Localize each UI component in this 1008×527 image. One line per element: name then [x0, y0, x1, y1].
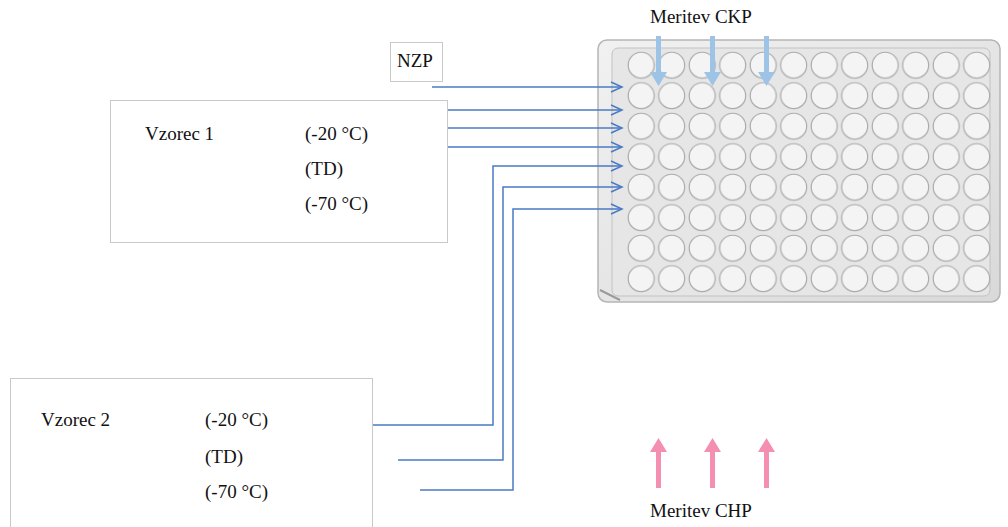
sample-name: Vzorec 2 [41, 409, 110, 432]
row-line [420, 209, 622, 490]
plate-wells [626, 50, 992, 294]
chp-arrows [650, 438, 775, 488]
down-arrow [650, 36, 667, 86]
ckp-arrows [650, 36, 775, 86]
up-arrow [650, 438, 667, 488]
sample-name: Vzorec 1 [145, 123, 214, 146]
reference-box: NZP [390, 42, 443, 82]
sample-condition: (-20 °C) [205, 409, 268, 432]
up-arrow [758, 438, 775, 488]
sample-condition: (-70 °C) [305, 193, 368, 216]
sample-box: Vzorec 2 (-20 °C) (TD) (-70 °C) [10, 378, 373, 527]
sample-box: Vzorec 1 (-20 °C) (TD) (-70 °C) [110, 100, 448, 243]
sample-condition: (-20 °C) [305, 123, 368, 146]
row-line [448, 109, 622, 111]
up-arrow [704, 438, 721, 488]
sample-condition: (-70 °C) [205, 481, 268, 504]
down-arrow [704, 36, 721, 86]
row-line [448, 146, 622, 148]
sample-condition: (TD) [205, 446, 243, 469]
row-line [432, 86, 622, 88]
sample-condition: (TD) [305, 158, 343, 181]
down-arrow [758, 36, 775, 86]
measurement-label: Meritev CHP [650, 500, 752, 523]
row-line [448, 127, 622, 129]
measurement-label: Meritev CKP [650, 6, 752, 29]
plate-corner [600, 290, 620, 300]
sample-name: NZP [397, 50, 433, 73]
